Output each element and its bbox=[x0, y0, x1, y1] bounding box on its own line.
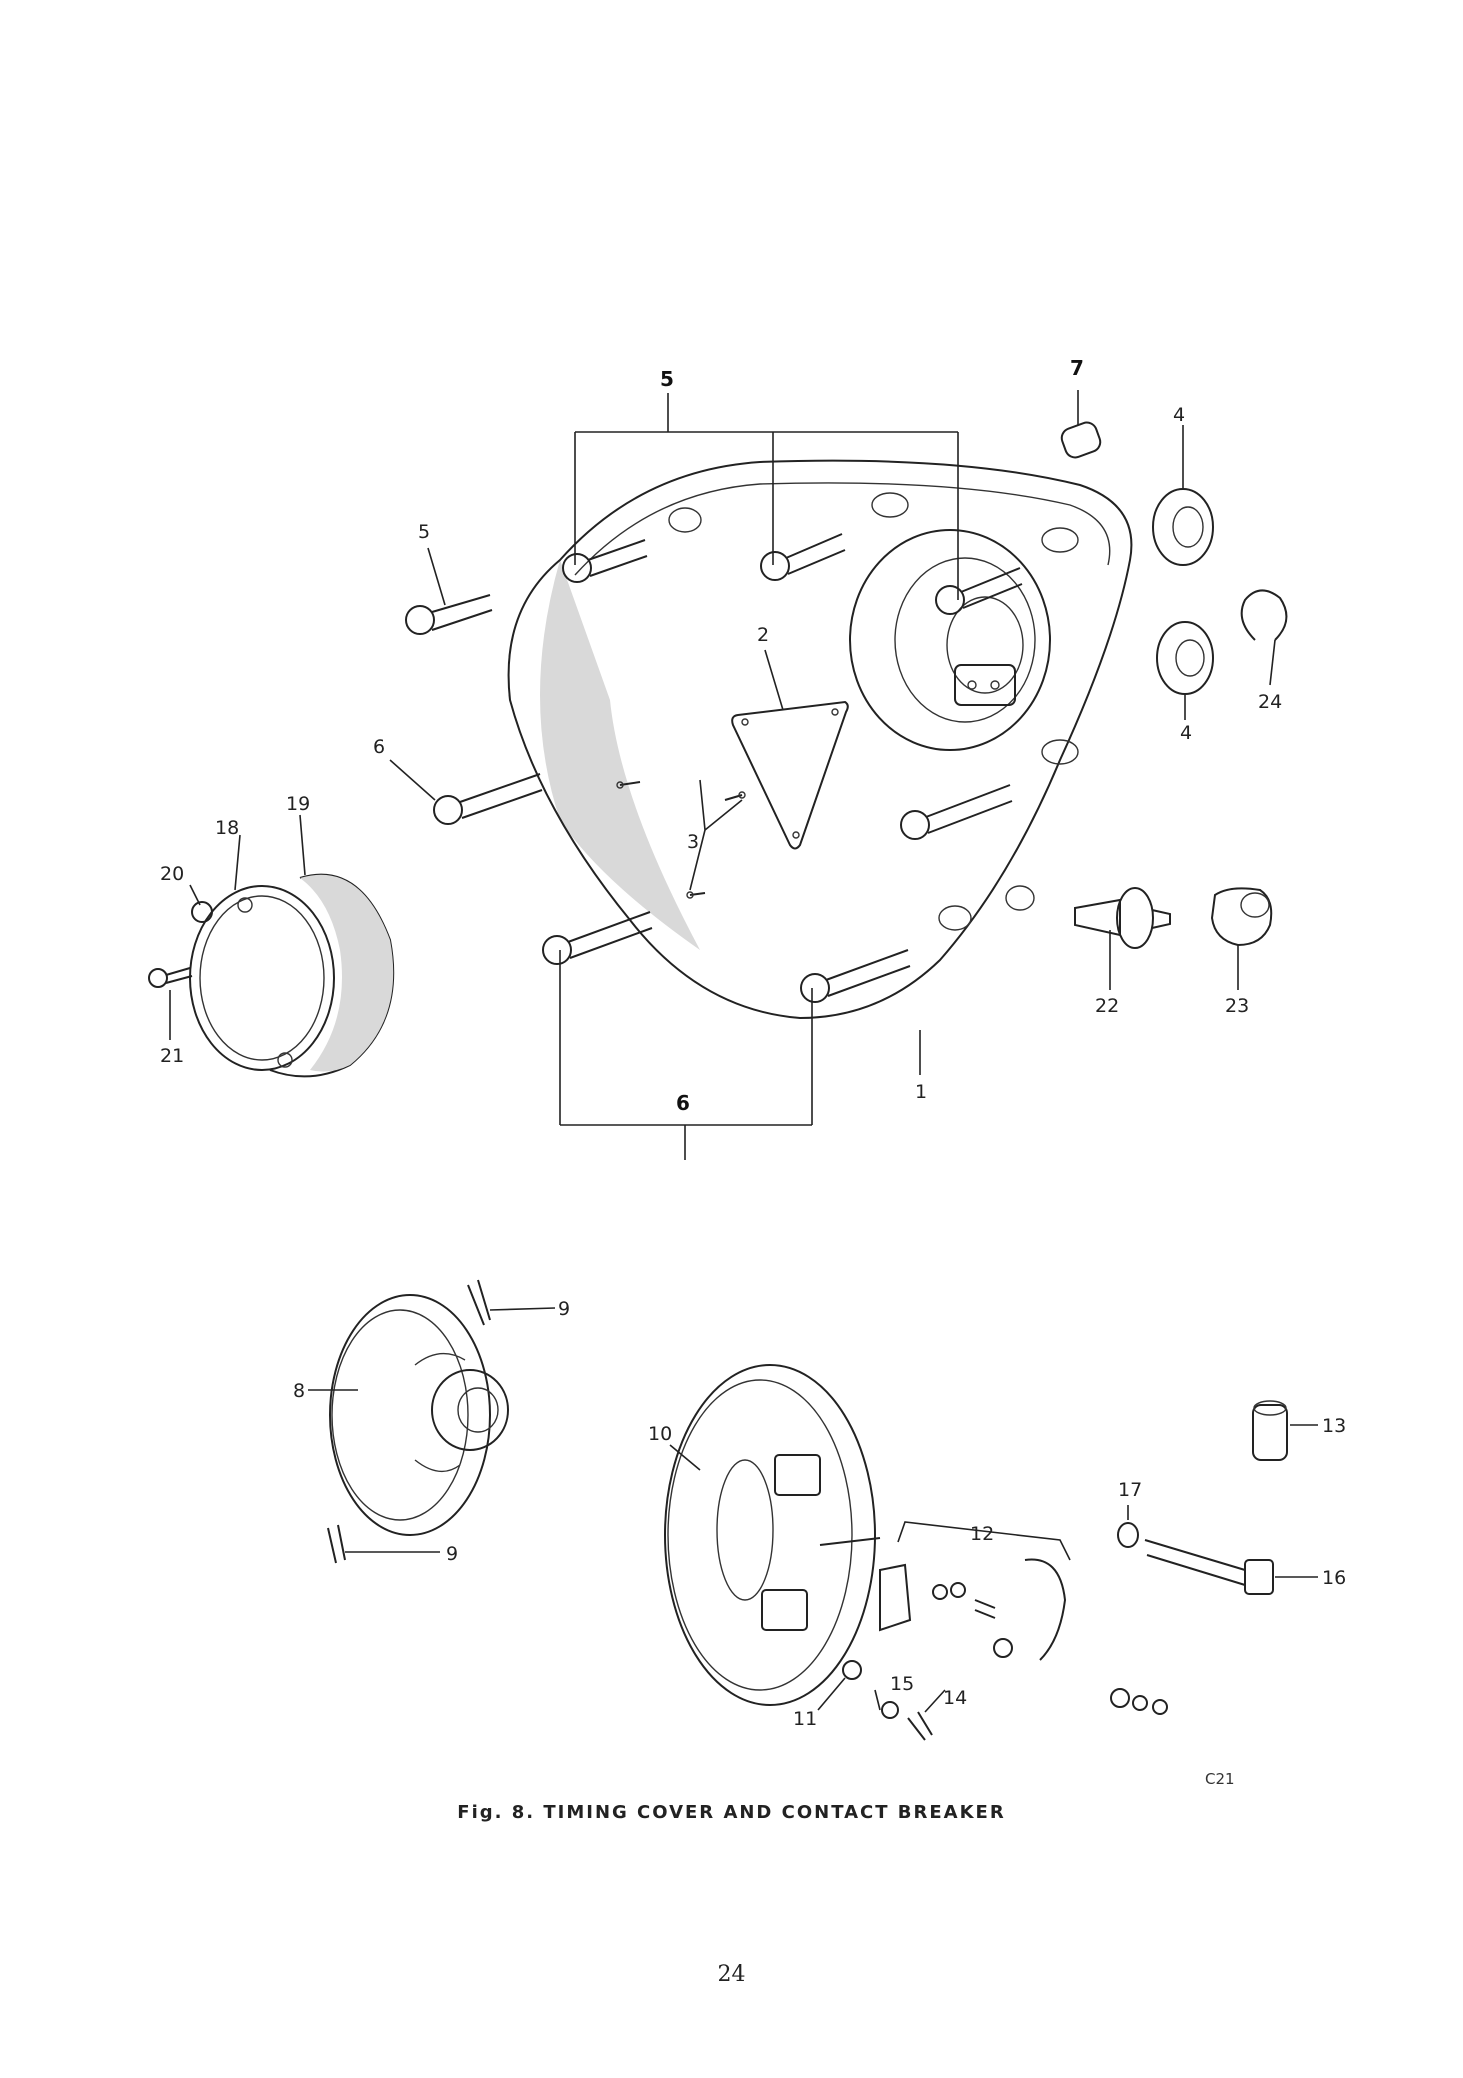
label-13: 13 bbox=[1322, 1415, 1346, 1437]
oil-seal-4-bottom bbox=[1156, 621, 1214, 695]
oil-pressure-switch-22 bbox=[1074, 887, 1171, 949]
label-22: 22 bbox=[1095, 995, 1119, 1017]
figure-code: C21 bbox=[1205, 1770, 1235, 1788]
label-10: 10 bbox=[648, 1423, 672, 1445]
label-4-top: 4 bbox=[1173, 404, 1185, 426]
label-8: 8 bbox=[293, 1380, 305, 1402]
screw-5-c bbox=[935, 567, 1023, 615]
bush-13 bbox=[1252, 1400, 1288, 1461]
screw-5-b bbox=[760, 533, 846, 581]
rivets bbox=[616, 781, 746, 899]
label-7: 7 bbox=[1070, 356, 1084, 380]
label-21: 21 bbox=[160, 1045, 184, 1067]
label-16: 16 bbox=[1322, 1567, 1346, 1589]
circlip-24 bbox=[1240, 589, 1288, 641]
label-20: 20 bbox=[160, 863, 184, 885]
label-19: 19 bbox=[286, 793, 310, 815]
bolt-16 bbox=[1144, 1539, 1274, 1595]
label-1: 1 bbox=[915, 1081, 927, 1103]
label-18: 18 bbox=[215, 817, 239, 839]
screw-5-left bbox=[405, 594, 493, 635]
screw-5-a bbox=[562, 539, 648, 583]
leader-lines bbox=[169, 390, 1318, 1713]
label-24: 24 bbox=[1258, 691, 1282, 713]
label-15: 15 bbox=[890, 1673, 914, 1695]
label-6-bottom: 6 bbox=[676, 1091, 690, 1115]
label-3: 3 bbox=[687, 831, 699, 853]
oil-seal-4-top bbox=[1152, 488, 1214, 566]
label-12: 12 bbox=[970, 1523, 994, 1545]
label-4-bottom: 4 bbox=[1180, 722, 1192, 744]
label-5-left: 5 bbox=[418, 521, 430, 543]
label-5-top: 5 bbox=[660, 367, 674, 391]
screw-6-mid bbox=[900, 784, 1013, 840]
callout-labels: 1 2 3 4 4 5 5 6 6 7 8 9 9 10 11 12 13 14… bbox=[160, 356, 1346, 1730]
screw-6-low-b bbox=[800, 949, 911, 1003]
page-number: 24 bbox=[717, 1962, 746, 1987]
label-6-left: 6 bbox=[373, 736, 385, 758]
label-9-bottom: 9 bbox=[446, 1543, 458, 1565]
timing-cover bbox=[507, 459, 1133, 1020]
screw-6-left bbox=[433, 773, 543, 825]
contact-breaker-plate bbox=[664, 1364, 1168, 1741]
screw-6-low-a bbox=[542, 911, 653, 965]
label-17: 17 bbox=[1118, 1479, 1142, 1501]
label-2: 2 bbox=[757, 624, 769, 646]
label-23: 23 bbox=[1225, 995, 1249, 1017]
triangular-plate bbox=[731, 700, 849, 850]
figure-caption: Fig. 8. TIMING COVER AND CONTACT BREAKER bbox=[457, 1802, 1006, 1823]
cover-23 bbox=[1210, 887, 1273, 947]
inspection-cover bbox=[148, 873, 395, 1078]
label-9-top: 9 bbox=[558, 1298, 570, 1320]
dowel-7 bbox=[1060, 421, 1102, 459]
label-11: 11 bbox=[793, 1708, 817, 1730]
washer-17 bbox=[1117, 1522, 1139, 1548]
label-14: 14 bbox=[943, 1687, 967, 1709]
auto-advance-unit bbox=[327, 1279, 509, 1564]
